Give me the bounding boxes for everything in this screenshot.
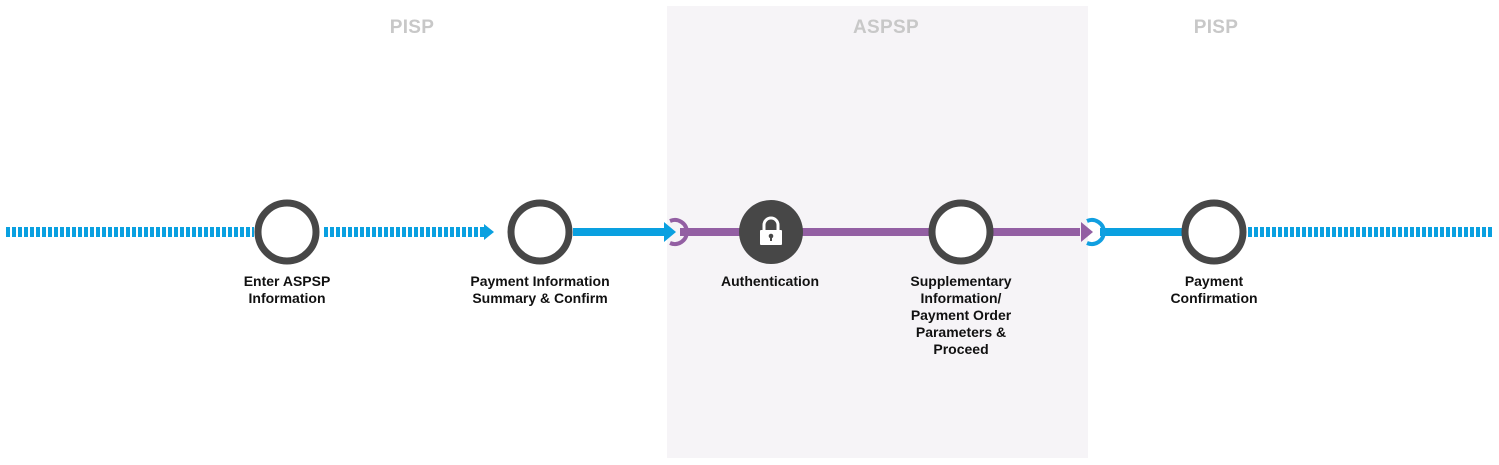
redirect-icon <box>1086 218 1106 246</box>
step-node-payment-summary <box>507 199 573 265</box>
step-node-payment-confirmation <box>1181 199 1247 265</box>
zone-label-pisp-start: PISP <box>389 17 435 38</box>
dashed-line-end <box>1248 227 1494 237</box>
redirect-icon <box>669 218 689 246</box>
step-label-supplementary-info: Supplementary Information/ Payment Order… <box>910 273 1012 357</box>
purple-line-aspsp <box>680 228 1080 236</box>
dashed-line-start <box>5 227 254 237</box>
zone-label-aspsp: ASPSP <box>853 17 919 38</box>
step-label-payment-confirmation: Payment Confirmation <box>1170 273 1258 306</box>
solid-line-step2-handoff <box>573 228 665 236</box>
solid-line-handoff-step5 <box>1100 228 1184 236</box>
step-label-authentication: Authentication <box>721 273 819 289</box>
step-node-enter-aspsp <box>254 199 320 265</box>
arrow-head-step2 <box>484 224 494 240</box>
step-node-authentication <box>739 200 803 264</box>
arrow-head-handoff-1 <box>664 222 676 242</box>
lock-icon <box>760 216 782 245</box>
dashed-line-step1-step2 <box>324 227 484 237</box>
step-label-enter-aspsp: Enter ASPSP Information <box>243 273 331 306</box>
arrow-head-handoff-2 <box>1081 222 1093 242</box>
zone-label-pisp-end: PISP <box>1193 17 1239 38</box>
step-label-payment-summary: Payment Information Summary & Confirm <box>470 273 610 306</box>
step-node-supplementary-info <box>928 199 994 265</box>
